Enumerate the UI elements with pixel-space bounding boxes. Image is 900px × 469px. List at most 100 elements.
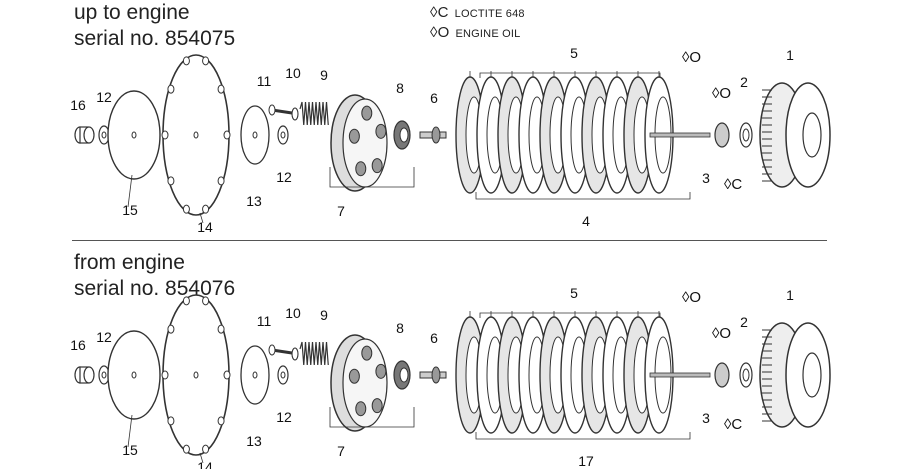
cover-bolt-hole (167, 176, 175, 186)
part-10-label: 10 (285, 305, 301, 321)
cover-bolt-hole (202, 296, 210, 306)
lubricant-symbol: ◊O (712, 325, 731, 342)
cover-bolt-hole (182, 296, 190, 306)
center-shaft (649, 132, 711, 138)
lubricant-symbol: ◊O (682, 289, 701, 306)
plate-boss (371, 398, 383, 414)
bearing-bore (399, 127, 409, 143)
plate-boss (355, 401, 367, 417)
part-12b-label: 12 (276, 409, 292, 425)
oil-symbol: ◊O (430, 24, 450, 41)
washer-shape (291, 347, 299, 361)
legend-text: LOCTITE 648 (454, 8, 525, 20)
bracket-line (479, 72, 661, 78)
cover-bolt-hole (202, 56, 210, 66)
washer-hole (280, 131, 286, 139)
part-5-label: 5 (570, 285, 578, 301)
cover-bolt-hole (217, 176, 225, 186)
leader-line (199, 212, 204, 224)
part-12a-label: 12 (96, 329, 112, 345)
bracket-line (479, 312, 661, 318)
bearing-bore (399, 367, 409, 383)
cover-bolt-hole (223, 130, 231, 140)
cover-bolt-hole (202, 204, 210, 214)
plate-hole (252, 131, 258, 139)
part-9-label: 9 (320, 307, 328, 323)
part-2-label: 2 (740, 314, 748, 330)
hub-nut (714, 122, 730, 148)
screw-head (268, 104, 276, 116)
leader-line (127, 174, 133, 208)
pushrod-collar (431, 366, 441, 384)
part-3-label: 3 (702, 170, 710, 186)
part-14-label: 14 (197, 219, 213, 235)
clutch-housing-bore (802, 112, 822, 158)
cover-bolt-hole (167, 324, 175, 334)
legend-text: ENGINE OIL (455, 28, 521, 40)
part-11-label: 11 (257, 73, 272, 89)
part-9-label: 9 (320, 67, 328, 83)
part-10-label: 10 (285, 65, 301, 81)
plate-boss (375, 123, 387, 139)
part-7-label: 7 (337, 203, 345, 219)
nut-shape (83, 126, 95, 144)
lubricant-symbol: ◊C (724, 176, 742, 193)
cover-bolt-hole (182, 204, 190, 214)
lubricant-symbol: ◊O (712, 85, 731, 102)
cover-center (193, 131, 199, 139)
loctite-symbol: ◊C (430, 4, 449, 21)
part-4-label: 4 (582, 213, 590, 229)
cover-bolt-hole (217, 324, 225, 334)
part-6-label: 6 (430, 90, 438, 106)
plate-boss (361, 345, 373, 361)
header-line2: serial no. 854075 (74, 27, 236, 50)
section-divider (72, 240, 827, 241)
part-12b-label: 12 (276, 169, 292, 185)
plate-boss (355, 161, 367, 177)
part-8-label: 8 (396, 320, 404, 336)
cover-bolt-hole (223, 370, 231, 380)
header-line1: from engine (74, 251, 185, 274)
leader-line (199, 452, 204, 464)
bracket-line (475, 432, 691, 440)
part-3-label: 3 (702, 410, 710, 426)
part-12a-label: 12 (96, 89, 112, 105)
cover-bolt-hole (167, 416, 175, 426)
nut-shape (83, 366, 95, 384)
washer-hole (101, 371, 107, 379)
part-7-label: 7 (337, 443, 345, 459)
plate-boss (375, 363, 387, 379)
plate-boss (361, 105, 373, 121)
legend: ◊C LOCTITE 648 ◊O ENGINE OIL (430, 4, 525, 41)
header-line1: up to engine (74, 1, 190, 24)
part-4-label: 17 (578, 453, 594, 469)
cover-center (193, 371, 199, 379)
leader-line (127, 414, 133, 448)
part-1-label: 1 (786, 47, 794, 63)
part-13-label: 13 (246, 433, 262, 449)
part-16-label: 16 (70, 337, 86, 353)
bracket-line (329, 407, 415, 428)
hub-nut (714, 362, 730, 388)
screw-head (268, 344, 276, 356)
gasket-hole (131, 371, 137, 379)
section-header-top: up to engine serial no. 854075 (74, 0, 235, 52)
spring-shape (299, 101, 329, 126)
cover-bolt-hole (182, 444, 190, 454)
part-11-label: 11 (257, 313, 272, 329)
part-1-label: 1 (786, 287, 794, 303)
part-8-label: 8 (396, 80, 404, 96)
plate-hole (252, 371, 258, 379)
lubricant-symbol: ◊O (682, 49, 701, 66)
part-13-label: 13 (246, 193, 262, 209)
part-14-label: 14 (197, 459, 213, 469)
part-15-label: 15 (122, 442, 138, 458)
center-shaft (649, 372, 711, 378)
spring-shape (299, 341, 329, 366)
plate-boss (348, 128, 360, 144)
plate-boss (348, 368, 360, 384)
cover-bolt-hole (182, 56, 190, 66)
